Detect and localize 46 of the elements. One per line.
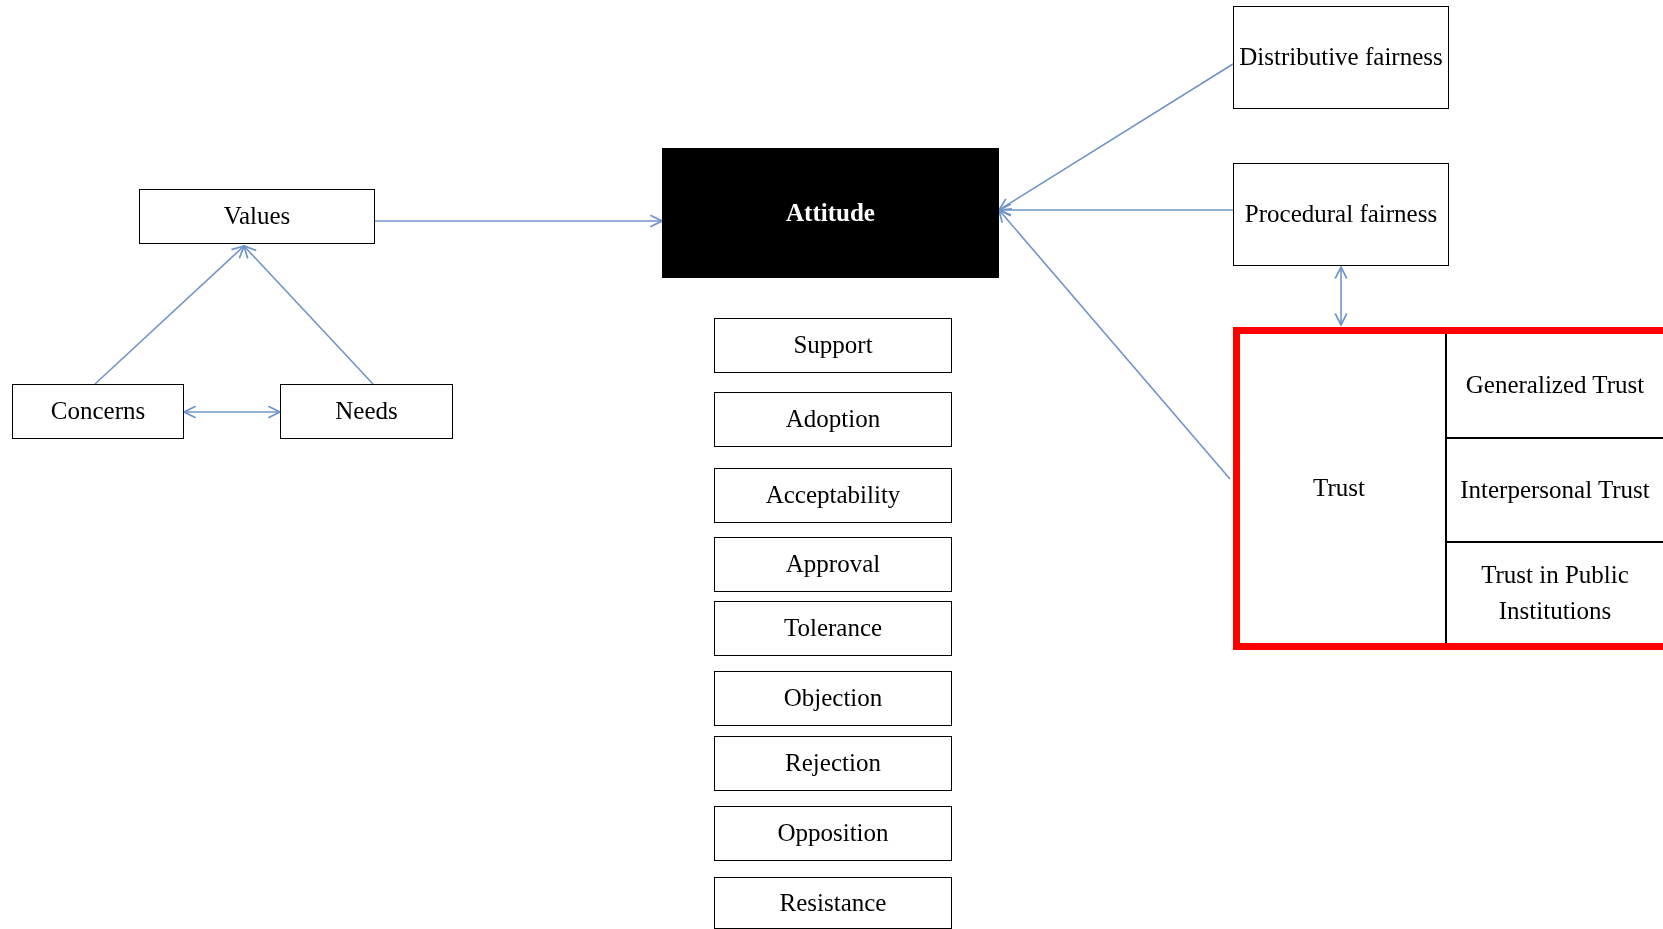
concept-box (714, 806, 952, 861)
node-label: Acceptability (765, 480, 901, 511)
trust-type-cell (1445, 334, 1663, 437)
concept-box (139, 189, 375, 244)
node-label: Approval (785, 549, 881, 580)
arrow (998, 203, 1234, 217)
arrow (998, 209, 1231, 480)
concept-box (714, 468, 952, 523)
concept-box (714, 601, 952, 656)
node-label: Trust (1312, 473, 1366, 504)
node-label: Attitude (786, 197, 875, 228)
concept-box (714, 671, 952, 726)
arrow (243, 245, 374, 385)
concept-box (714, 736, 952, 791)
concept-box (280, 384, 453, 439)
concept-box (12, 384, 184, 439)
node-label: Rejection (785, 748, 881, 779)
node-label: Generalized Trust (1464, 370, 1646, 401)
concept-box (1233, 6, 1449, 109)
attitude-box (662, 148, 999, 278)
node-label: Interpersonal Trust (1459, 474, 1651, 505)
node-label: Opposition (777, 818, 889, 849)
concept-box (1233, 163, 1449, 266)
concept-box (714, 392, 952, 447)
trust-type-cell (1445, 437, 1663, 541)
concept-box (714, 537, 952, 592)
arrow (94, 245, 245, 385)
node-label: Resistance (779, 887, 887, 918)
node-label: Trust in Public Institutions (1480, 559, 1630, 626)
arrow (374, 214, 663, 228)
node-label: Tolerance (783, 613, 883, 644)
trust-type-cell (1445, 541, 1663, 643)
arrow (998, 63, 1234, 211)
node-label: Needs (335, 396, 398, 427)
node-label: Support (793, 330, 873, 361)
trust-group-box (1233, 327, 1663, 650)
node-label: Values (223, 201, 291, 232)
node-label: Distributive fairness (1239, 42, 1443, 73)
arrow (183, 405, 281, 419)
concept-box (714, 318, 952, 373)
node-label: Adoption (785, 404, 881, 435)
arrow (1334, 266, 1348, 326)
node-label: Concerns (50, 396, 146, 427)
node-label: Objection (783, 683, 883, 714)
node-label: Procedural fairness (1244, 199, 1438, 230)
concept-box (714, 877, 952, 929)
